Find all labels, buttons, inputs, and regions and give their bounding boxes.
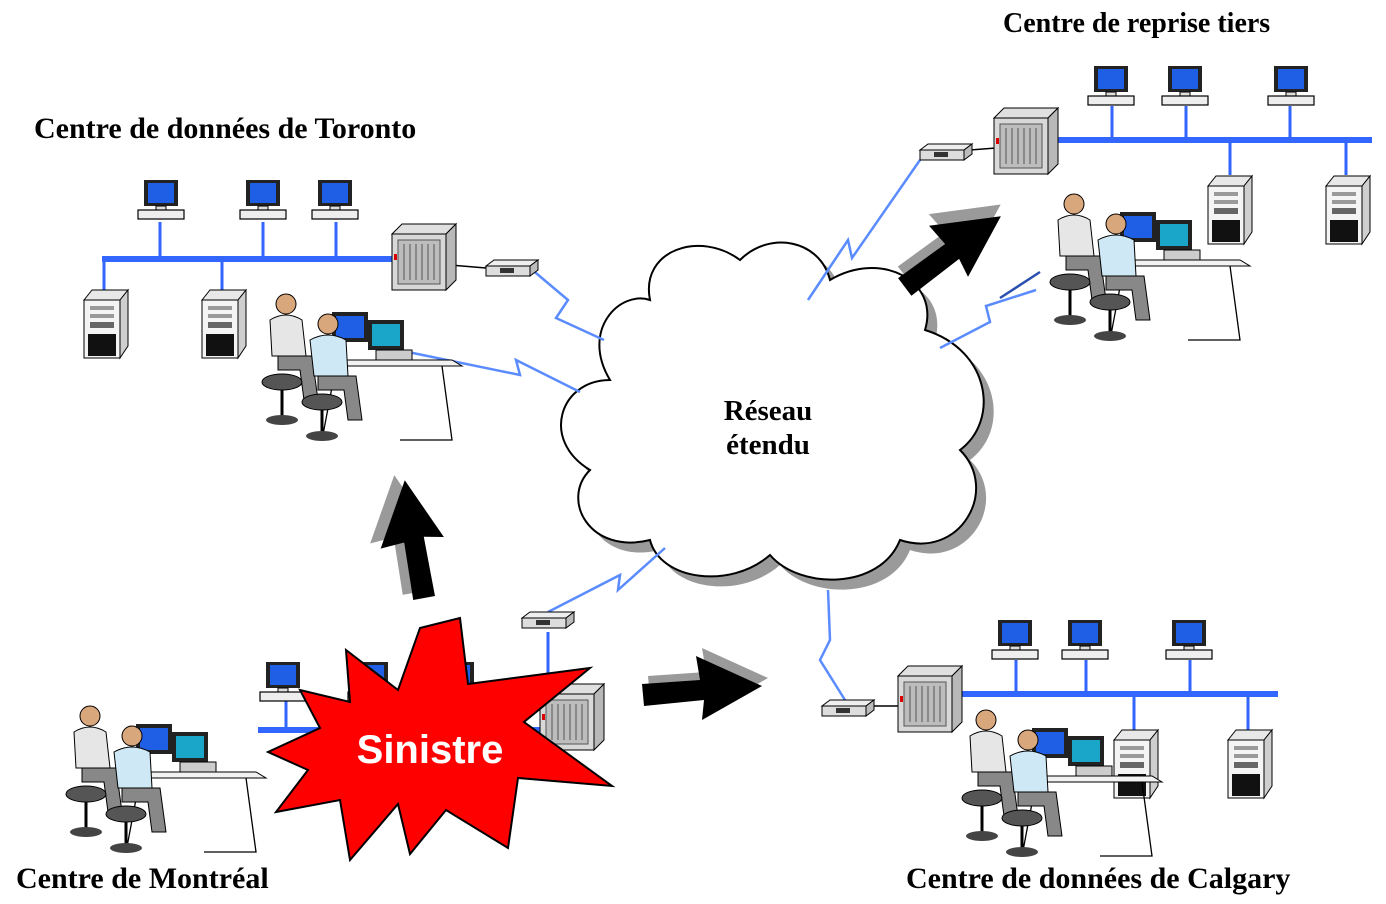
pc-icon	[1087, 65, 1135, 106]
site-title-montreal: Centre de Montréal	[16, 862, 269, 895]
modem-icon	[821, 699, 875, 717]
site-title-tiers: Centre de reprise tiers	[1003, 8, 1271, 39]
modem-icon	[485, 259, 539, 277]
router-icon	[897, 665, 963, 733]
pc-icon	[239, 179, 287, 220]
wan-label-line1: Réseau	[723, 395, 813, 427]
wan-links	[407, 159, 1037, 701]
router-icon	[993, 107, 1059, 175]
calgary-site	[821, 619, 1278, 859]
server-icon	[201, 289, 247, 359]
operators-icon	[64, 704, 268, 855]
router-icon	[391, 223, 457, 291]
pc-icon	[1161, 65, 1209, 106]
wan-label: Réseau étendu	[700, 394, 836, 462]
site-title-calgary: Centre de données de Calgary	[906, 862, 1291, 895]
modem-icon	[919, 143, 973, 161]
pc-icon	[311, 179, 359, 220]
pc-icon	[1165, 619, 1213, 660]
pc-icon	[991, 619, 1039, 660]
server-icon	[1227, 729, 1273, 799]
tiers-link	[999, 270, 1041, 300]
operators-icon	[260, 292, 464, 443]
disaster-burst	[265, 616, 616, 863]
server-icon	[1325, 175, 1371, 245]
server-icon	[83, 289, 129, 359]
server-icon	[1207, 175, 1253, 245]
wan-cloud	[560, 241, 994, 590]
pc-icon	[1061, 619, 1109, 660]
tiers-site	[919, 65, 1372, 343]
pc-icon	[137, 179, 185, 220]
pc-icon	[1267, 65, 1315, 106]
pc-icon	[259, 661, 307, 702]
disaster-label: Sinistre	[356, 728, 504, 772]
arrow-to-calgary	[642, 648, 768, 720]
wan-label-line2: étendu	[726, 429, 810, 461]
server-icon	[1113, 729, 1159, 799]
modem-icon	[521, 611, 575, 629]
arrow-to-toronto	[364, 472, 450, 603]
toronto-site	[83, 179, 539, 443]
site-title-toronto: Centre de données de Toronto	[34, 112, 417, 145]
